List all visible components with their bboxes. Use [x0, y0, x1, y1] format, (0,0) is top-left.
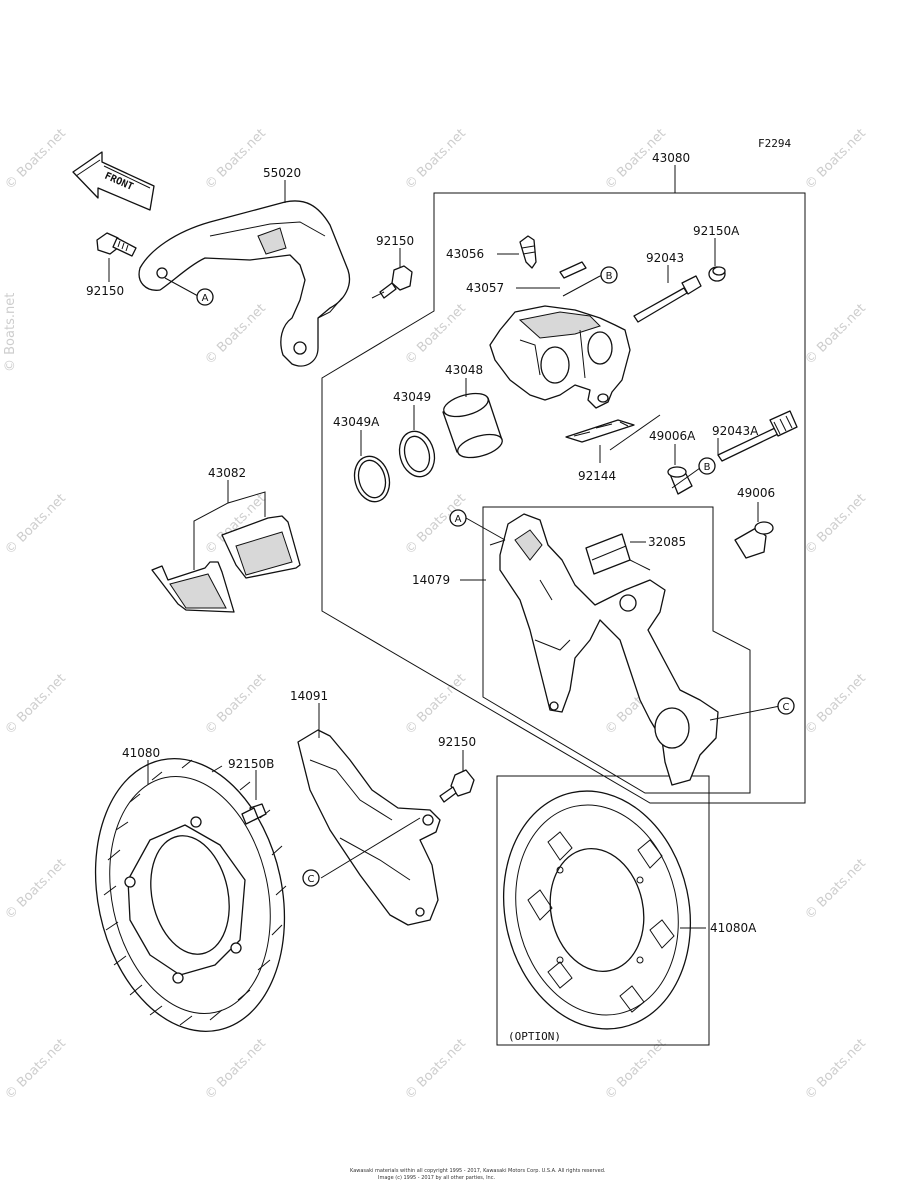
watermark: © Boats.net: [402, 126, 469, 193]
watermark: © Boats.net: [802, 491, 869, 558]
callout-a-bracket: A: [196, 288, 214, 306]
brake-disc-41080A: [502, 790, 692, 1030]
part-label-92043A: 92043A: [712, 424, 759, 438]
pad-spring-32085: [585, 533, 631, 575]
pad-spring-92144: [565, 419, 635, 443]
pin-92043A: [717, 410, 798, 462]
svg-text:A: A: [455, 514, 462, 525]
callout-a-bracket-assembly: A: [449, 509, 467, 527]
part-label-41080: 41080: [122, 746, 160, 760]
brake-disc-41080: [94, 758, 287, 1032]
dust-seal-43049A: [353, 455, 391, 503]
front-arrow-icon: FRONT: [72, 151, 155, 211]
part-label-92150A: 92150A: [693, 224, 740, 238]
watermark: © Boats.net: [402, 1036, 469, 1103]
part-label-43082: 43082: [208, 466, 246, 480]
svg-text:A: A: [202, 293, 209, 304]
part-label-49006: 49006: [737, 486, 775, 500]
part-label-14091: 14091: [290, 689, 328, 703]
callout-b-pin: B: [698, 457, 716, 475]
watermark: © Boats.net: [802, 126, 869, 193]
bolt-92150-bracket: [371, 265, 413, 299]
bolt-92150-left: [96, 232, 137, 257]
option-label: (OPTION): [508, 1030, 561, 1043]
watermark: © Boats.net: [2, 1036, 69, 1103]
caliper-bracket-14079: [499, 513, 719, 786]
watermark: © Boats.net: [3, 293, 18, 372]
option-box: (OPTION): [496, 775, 710, 1046]
footer-copyright-line2: Image (c) 1995 - 2017 by all other parti…: [378, 1175, 495, 1181]
watermark: © Boats.net: [802, 671, 869, 738]
part-label-92150B: 92150B: [228, 757, 274, 771]
watermark: © Boats.net: [202, 1036, 269, 1103]
svg-text:B: B: [704, 462, 711, 473]
part-label-43057: 43057: [466, 281, 504, 295]
part-label-92150-guard: 92150: [438, 735, 476, 749]
bleeder-valve-43056: [519, 235, 537, 269]
part-label-41080A: 41080A: [710, 921, 757, 935]
plug-92150A: [708, 266, 726, 282]
watermark: © Boats.net: [602, 1036, 669, 1103]
part-label-92150-left: 92150: [86, 284, 124, 298]
pin-92043: [633, 275, 702, 323]
part-label-92144: 92144: [578, 469, 616, 483]
callout-c-bracket: C: [777, 697, 795, 715]
watermark: © Boats.net: [2, 126, 69, 193]
part-label-43056: 43056: [446, 247, 484, 261]
bracket-subassembly-box: [482, 506, 751, 794]
part-label-92043: 92043: [646, 251, 684, 265]
watermark: © Boats.net: [202, 126, 269, 193]
bolt-92150B: [241, 803, 267, 825]
disc-guard-14091: [297, 729, 441, 926]
part-label-32085: 32085: [648, 535, 686, 549]
part-labels: 55020 43080 92150 92150 92150A 43056 430…: [86, 151, 775, 935]
part-label-92150-bracket: 92150: [376, 234, 414, 248]
footer-copyright-line1: Kawasaki materials within all copyright …: [350, 1168, 606, 1174]
watermark: © Boats.net: [402, 671, 469, 738]
watermark: © Boats.net: [202, 301, 269, 368]
svg-text:B: B: [606, 271, 613, 282]
part-label-43049A: 43049A: [333, 415, 380, 429]
part-label-43049: 43049: [393, 390, 431, 404]
piston-43048: [442, 392, 503, 459]
boot-49006A: [667, 466, 693, 495]
leader-lines: [108, 165, 781, 929]
part-label-43048: 43048: [445, 363, 483, 377]
part-label-49006A: 49006A: [649, 429, 696, 443]
bleeder-cap-43057: [559, 261, 587, 279]
caliper-body: [489, 305, 631, 409]
callout-b-caliper: B: [600, 266, 618, 284]
boot-49006: [734, 521, 774, 559]
callout-c-guard: C: [302, 869, 320, 887]
svg-text:C: C: [783, 702, 790, 713]
caliper-assembly-box: [321, 192, 806, 804]
watermark: © Boats.net: [802, 301, 869, 368]
watermark: © Boats.net: [802, 1036, 869, 1103]
part-label-55020: 55020: [263, 166, 301, 180]
watermark: © Boats.net: [2, 671, 69, 738]
figure-code: F2294: [758, 137, 791, 150]
svg-text:C: C: [308, 874, 315, 885]
watermark: © Boats.net: [202, 671, 269, 738]
bracket-55020: [138, 200, 351, 367]
watermark: © Boats.net: [2, 491, 69, 558]
part-label-14079: 14079: [412, 573, 450, 587]
part-label-43080: 43080: [652, 151, 690, 165]
piston-seal-43049: [398, 430, 436, 478]
watermark: © Boats.net: [2, 856, 69, 923]
bolt-92150-guard: [439, 769, 475, 803]
brake-pads-43082: [151, 515, 301, 613]
watermark: © Boats.net: [402, 301, 469, 368]
watermark: © Boats.net: [802, 856, 869, 923]
